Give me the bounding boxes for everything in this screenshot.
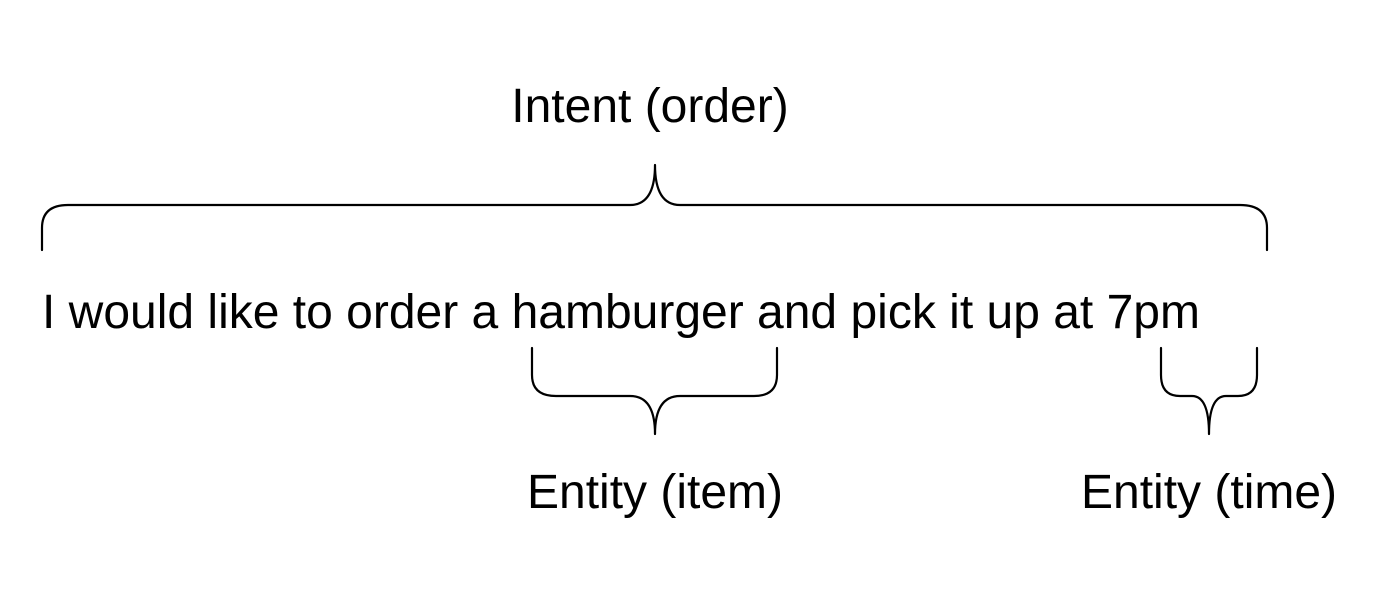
sentence-prefix: I would like to order a: [42, 286, 512, 339]
entity-time-label: Entity (time): [1081, 466, 1337, 519]
entity-time-token: 7pm: [1107, 286, 1200, 339]
entity-item-brace: [530, 346, 779, 436]
utterance-sentence: I would like to order a hamburger and pi…: [42, 286, 1200, 339]
intent-brace: [40, 163, 1269, 252]
intent-label: Intent (order): [511, 80, 788, 133]
entity-item-token: hamburger: [512, 286, 744, 339]
sentence-middle: and pick it up at: [744, 286, 1107, 339]
entity-time-brace: [1159, 346, 1259, 436]
entity-item-label: Entity (item): [527, 466, 783, 519]
